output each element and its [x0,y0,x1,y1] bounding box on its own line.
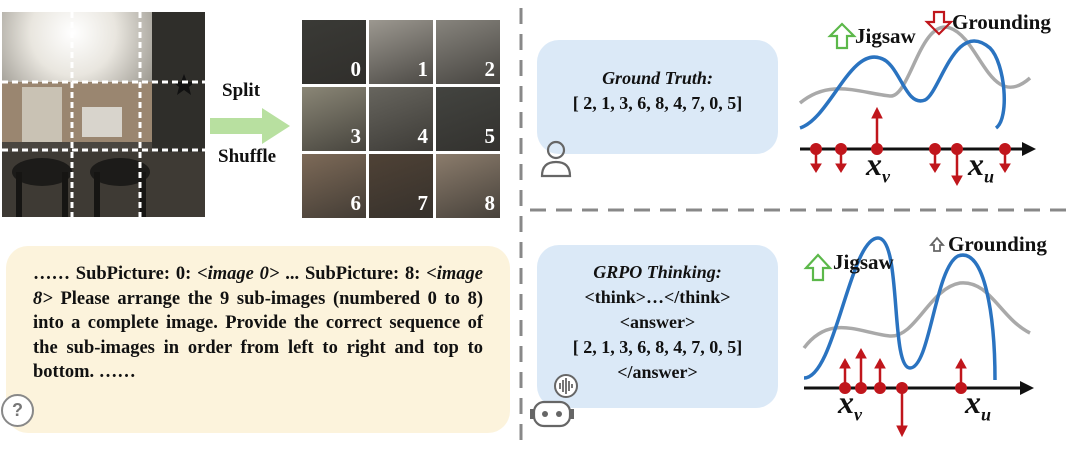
puzzle-tile-7: 7 [369,154,433,218]
puzzle-tile-number: 2 [484,57,496,81]
puzzle-tile-0: 0 [302,20,366,84]
puzzle-tile-5: 5 [436,87,500,151]
grounding-small-up-arrow-icon [929,236,945,252]
xv-main: x [838,384,854,420]
gray-curve [802,281,1031,350]
reward-arrows [810,106,1011,187]
robot-icon [530,374,578,428]
xv-main: x [866,146,882,182]
prompt-bubble [6,246,510,433]
kitchen-photo-art [2,12,205,217]
jigsaw-up-arrow-icon [827,22,857,50]
prompt-image-8: <image 8> [33,264,483,309]
split-arrow-icon [210,108,290,144]
puzzle-tile-number: 5 [484,124,496,148]
gray-curve [798,25,1032,105]
puzzle-tile-8: 8 [436,154,500,218]
prompt-part-1: …… SubPicture: 0: [33,264,198,284]
grounding-label-bottom: Grounding [948,232,1047,256]
puzzle-tile-number: 6 [350,191,362,215]
grpo-reward-plot [802,236,1034,438]
xu-label-bottom: xu [965,384,991,425]
ground-truth-sequence: [ 2, 1, 3, 6, 8, 4, 7, 0, 5] [572,93,743,113]
puzzle-tile-number: 8 [484,191,496,215]
grounding-label-top: Grounding [952,10,1051,34]
ground-truth-reward-plot [798,10,1036,187]
grpo-thinking-bubble [537,245,778,408]
jigsaw-prompt-text: …… SubPicture: 0: <image 0> ... SubPictu… [33,262,483,385]
user-icon [540,140,572,178]
jigsaw-up-arrow-icon [803,253,833,282]
ground-truth-title: Ground Truth: [602,68,713,88]
blue-curve [799,39,1007,130]
prompt-part-2: ... SubPicture: 8: [279,264,427,284]
blue-curve [803,236,997,381]
grpo-think-line: <think>…</think> [584,287,731,307]
grpo-answer-open: <answer> [619,312,696,332]
puzzle-tile-4: 4 [369,87,433,151]
kitchen-photo [2,12,205,217]
puzzle-tile-2: 2 [436,20,500,84]
xv-sub: v [854,404,862,425]
grpo-answer-close: </answer> [617,362,698,382]
xv-sub: v [882,166,890,187]
puzzle-tile-number: 0 [350,57,362,81]
jigsaw-label-top: Jigsaw [855,24,916,48]
grounding-down-arrow-icon [924,10,954,36]
puzzle-tile-number: 3 [350,124,362,148]
xu-label-top: xu [968,146,994,187]
xu-sub: u [981,404,992,425]
xu-main: x [965,384,981,420]
xu-main: x [968,146,984,182]
jigsaw-label-bottom: Jigsaw [833,250,894,274]
puzzle-tile-6: 6 [302,154,366,218]
puzzle-tile-3: 3 [302,87,366,151]
x-axis-arrowhead [1022,142,1036,156]
xv-label-top: xv [866,146,890,187]
split-label: Split [222,80,261,101]
ground-truth-bubble [537,40,778,154]
grpo-sequence: [ 2, 1, 3, 6, 8, 4, 7, 0, 5] [572,337,743,357]
prompt-part-3: Please arrange the 9 sub-images (numbere… [33,288,483,383]
puzzle-tile-number: 4 [417,124,429,148]
shuffle-label: Shuffle [218,146,277,167]
xv-label-bottom: xv [838,384,862,425]
puzzle-tile-number: 1 [417,57,429,81]
puzzle-tile-number: 7 [417,191,429,215]
grpo-title: GRPO Thinking: [593,262,722,282]
question-icon: ? [1,394,34,427]
puzzle-tile-1: 1 [369,20,433,84]
reward-arrows [839,347,967,438]
xu-sub: u [984,166,995,187]
x-axis-arrowhead [1020,381,1034,395]
prompt-image-0: <image 0> [197,264,280,284]
